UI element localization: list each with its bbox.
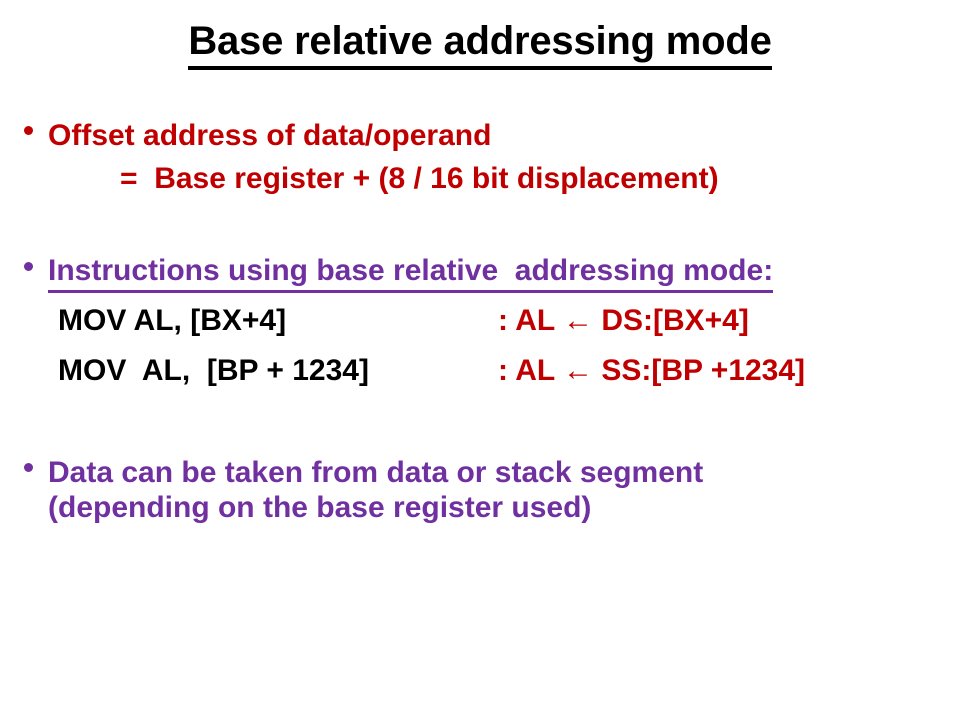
bullet-offset-address: Offset address of data/operand	[10, 118, 950, 153]
bullet-instructions-heading: Instructions using base relative address…	[10, 253, 950, 293]
instruction-meaning: : AL ← SS:[BP +1234]	[498, 353, 806, 387]
bullet-dot-icon	[24, 126, 33, 136]
data-note-line-2: (depending on the base register used)	[48, 491, 592, 525]
page-title: Base relative addressing mode	[0, 18, 960, 70]
spacer-after-offset	[10, 197, 950, 253]
instructions-heading-label: Instructions using base relative address…	[48, 253, 774, 293]
offset-address-formula: = Base register + (8 / 16 bit displaceme…	[10, 161, 950, 197]
bullet-dot-icon	[24, 463, 33, 473]
instruction-mnemonic: MOV AL, [BP + 1234]	[58, 353, 369, 387]
instruction-row: MOV AL, [BP + 1234] : AL ← SS:[BP +1234]	[10, 353, 950, 393]
data-note-line-1: Data can be taken from data or stack seg…	[48, 455, 704, 489]
bullet-data-note: Data can be taken from data or stack seg…	[10, 455, 950, 526]
instruction-meaning: : AL ← DS:[BX+4]	[498, 303, 749, 337]
data-note-block: Data can be taken from data or stack seg…	[10, 455, 950, 526]
instructions-block: Instructions using base relative address…	[10, 253, 950, 392]
instruction-row: MOV AL, [BX+4] : AL ← DS:[BX+4]	[10, 303, 950, 343]
offset-address-block: Offset address of data/operand = Base re…	[10, 118, 950, 197]
instruction-mnemonic: MOV AL, [BX+4]	[58, 303, 287, 337]
bullet-offset-address-label: Offset address of data/operand	[48, 119, 492, 152]
page-title-text: Base relative addressing mode	[188, 18, 772, 70]
offset-address-formula-text: = Base register + (8 / 16 bit displaceme…	[120, 162, 719, 196]
slide-body: Offset address of data/operand = Base re…	[10, 118, 950, 526]
bullet-dot-icon	[24, 261, 33, 271]
spacer-after-instructions	[10, 393, 950, 455]
